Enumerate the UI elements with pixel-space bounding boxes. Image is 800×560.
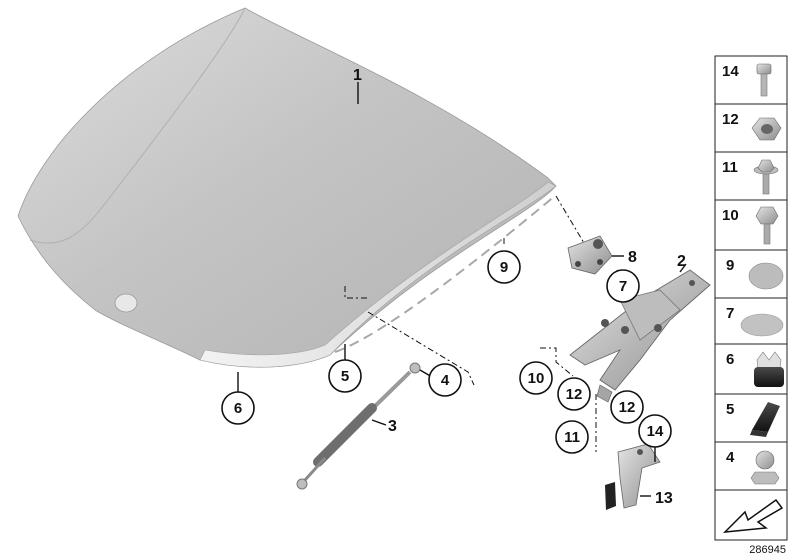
- callout-4: 4: [428, 363, 462, 397]
- callout-2: 2: [677, 253, 686, 270]
- rubber-buffer-icon: [754, 351, 784, 387]
- reference-lines: [344, 195, 597, 452]
- edge-protector-icon: [750, 402, 780, 437]
- hood-hinge: [569, 269, 711, 403]
- hood-emblem-mount: [114, 293, 138, 313]
- svg-text:14: 14: [722, 63, 739, 80]
- callout-9: 9: [487, 250, 521, 284]
- svg-text:14: 14: [647, 423, 664, 440]
- svg-text:12: 12: [722, 111, 739, 128]
- parts-box-9: 9: [714, 249, 788, 299]
- parts-box-arrow: [714, 489, 788, 541]
- callout-14: 14: [638, 414, 672, 448]
- callout-12-left: 12: [557, 377, 591, 411]
- svg-text:10: 10: [528, 370, 545, 387]
- flange-screw-icon: [753, 159, 779, 195]
- svg-text:4: 4: [441, 372, 450, 389]
- callout-3: 3: [388, 418, 397, 435]
- callout-11: 11: [555, 420, 589, 454]
- parts-box-4: 4: [714, 441, 788, 491]
- svg-text:5: 5: [726, 401, 734, 418]
- svg-text:9: 9: [726, 257, 734, 274]
- flat-cap-icon: [740, 313, 784, 337]
- svg-text:7: 7: [619, 278, 627, 295]
- parts-box-5: 5: [714, 393, 788, 443]
- engine-hood: [17, 7, 557, 368]
- parts-box-10: 10: [714, 199, 788, 251]
- circled-callouts: 9 7 5 4 6 10 12 12: [221, 250, 672, 454]
- parts-box-7: 7: [714, 297, 788, 345]
- parts-box-12: 12: [714, 103, 788, 153]
- round-cap-icon: [748, 262, 784, 290]
- hood-catch: [567, 235, 613, 275]
- svg-text:12: 12: [566, 386, 583, 403]
- svg-text:11: 11: [564, 429, 580, 446]
- callout-6: 6: [221, 391, 255, 425]
- svg-text:10: 10: [722, 207, 739, 224]
- callout-8: 8: [628, 249, 637, 266]
- svg-text:11: 11: [722, 159, 738, 176]
- callout-7: 7: [606, 269, 640, 303]
- parts-box-11: 11: [714, 151, 788, 201]
- callout-10: 10: [519, 361, 553, 395]
- svg-text:5: 5: [341, 368, 349, 385]
- svg-text:7: 7: [726, 305, 734, 322]
- diagram-number: 286945: [749, 544, 786, 556]
- parts-column: 14 12 11 10: [714, 55, 788, 541]
- svg-text:4: 4: [726, 449, 735, 466]
- callout-12-right: 12: [610, 390, 644, 424]
- collar-screw-icon: [755, 206, 779, 245]
- callout-13: 13: [655, 490, 673, 507]
- svg-text:6: 6: [726, 351, 734, 368]
- ball-stud-icon: [750, 450, 780, 485]
- svg-text:6: 6: [234, 400, 242, 417]
- parts-box-6: 6: [714, 343, 788, 395]
- hex-nut-icon: [751, 117, 782, 141]
- callout-1: 1: [353, 67, 362, 84]
- callout-5: 5: [328, 359, 362, 393]
- parts-box-14: 14: [714, 55, 788, 105]
- plain-callouts: 1 2 3 8 13: [353, 67, 686, 507]
- bolt-icon: [756, 63, 772, 97]
- svg-text:9: 9: [500, 259, 508, 276]
- direction-arrow-icon: [722, 498, 784, 533]
- gas-strut: [296, 362, 421, 490]
- svg-text:12: 12: [619, 399, 636, 416]
- hinge-bracket: [605, 443, 661, 510]
